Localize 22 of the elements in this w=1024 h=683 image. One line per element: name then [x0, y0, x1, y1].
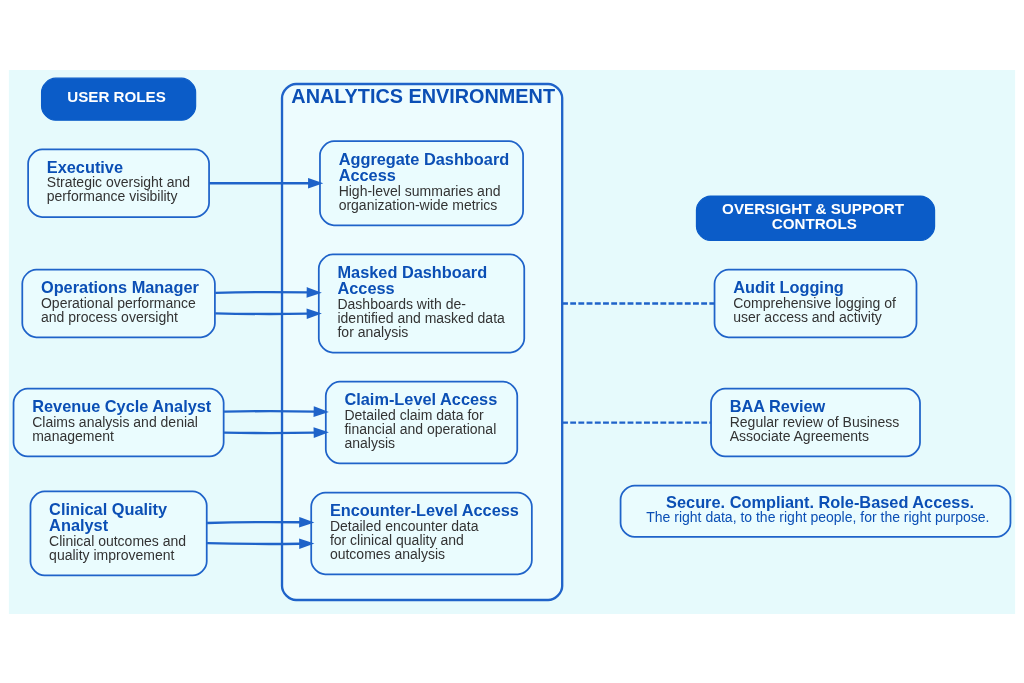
node-box: BAA Review Regular review of Business Associate Agreements [710, 387, 921, 457]
arrow [207, 516, 315, 528]
arrow [215, 286, 322, 298]
node-box: Masked Dashboard Access Dashboards with de-identified and masked data for analysis [317, 253, 526, 353]
node-box: Secure. Compliant. Role-Based Access. The right data, to the right people, for the right purpose. [619, 484, 1012, 538]
node-box: Aggregate Dashboard Access High-level summaries and organization-wide metrics [319, 139, 524, 226]
node-box: Encounter-Level Access Detailed encounter data for clinical quality and outcomes analysis [310, 491, 533, 575]
node-box: Clinical Quality Analyst Clinical outcomes and quality improvement [29, 490, 208, 576]
node-box: USER ROLES [40, 77, 197, 121]
arrow [209, 177, 324, 189]
connector [562, 301, 715, 305]
arrow [224, 405, 329, 417]
connector [562, 420, 711, 424]
node-box: Operations Manager Operational performance and process oversight [21, 268, 216, 338]
arrow [215, 307, 322, 319]
node-box: OVERSIGHT & SUPPORT CONTROLS [695, 195, 936, 241]
arrow [224, 426, 329, 438]
node-box: Revenue Cycle Analyst Claims analysis and denial management [12, 387, 225, 457]
node-box: Claim-Level Access Detailed claim data for financial and operational analysis [324, 380, 519, 464]
arrow [207, 537, 315, 549]
node-box: Executive Strategic oversight and performance visibility [27, 148, 210, 218]
node-box: Audit Logging Comprehensive logging of user access and activity [713, 268, 918, 338]
